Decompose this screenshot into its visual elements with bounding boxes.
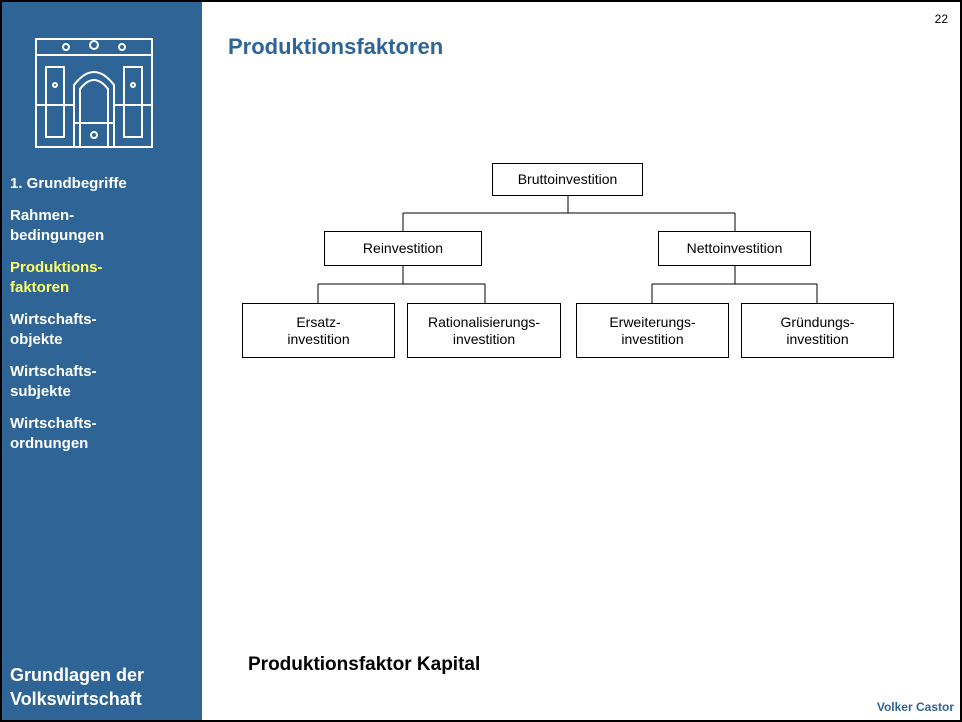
course-title: Grundlagen der Volkswirtschaft — [10, 665, 145, 709]
node-rationalisierungsinvestition: Rationalisierungs- investition — [407, 303, 561, 358]
node-erweiterungsinvestition: Erweiterungs- investition — [576, 303, 729, 358]
node-ersatzinvestition: Ersatz- investition — [242, 303, 395, 358]
building-logo-icon — [35, 38, 153, 148]
nav-item-rahmenbedingungen[interactable]: Rahmen- bedingungen — [10, 207, 105, 244]
node-bruttoinvestition: Bruttoinvestition — [492, 163, 643, 196]
node-nettoinvestition: Nettoinvestition — [658, 231, 811, 266]
nav-item-produktionsfaktoren[interactable]: Produktions- faktoren — [10, 259, 103, 296]
nav-item-grundbegriffe[interactable]: 1. Grundbegriffe — [10, 175, 127, 192]
nav-item-wirtschaftsordnungen[interactable]: Wirtschafts- ordnungen — [10, 415, 97, 452]
sidebar: 1. Grundbegriffe Rahmen- bedingungen Pro… — [2, 2, 202, 720]
author-name: Volker Castor — [876, 700, 954, 714]
page-number: 22 — [934, 12, 948, 26]
nav-item-wirtschaftssubjekte[interactable]: Wirtschafts- subjekte — [10, 363, 97, 400]
nav-item-wirtschaftsobjekte[interactable]: Wirtschafts- objekte — [10, 311, 97, 348]
node-reinvestition: Reinvestition — [324, 231, 482, 266]
page-title: Produktionsfaktoren — [228, 34, 444, 59]
slide-subtitle: Produktionsfaktor Kapital — [248, 654, 481, 675]
sidebar-nav: 1. Grundbegriffe Rahmen- bedingungen Pro… — [10, 174, 200, 466]
node-gruendungsinvestition: Gründungs- investition — [741, 303, 894, 358]
